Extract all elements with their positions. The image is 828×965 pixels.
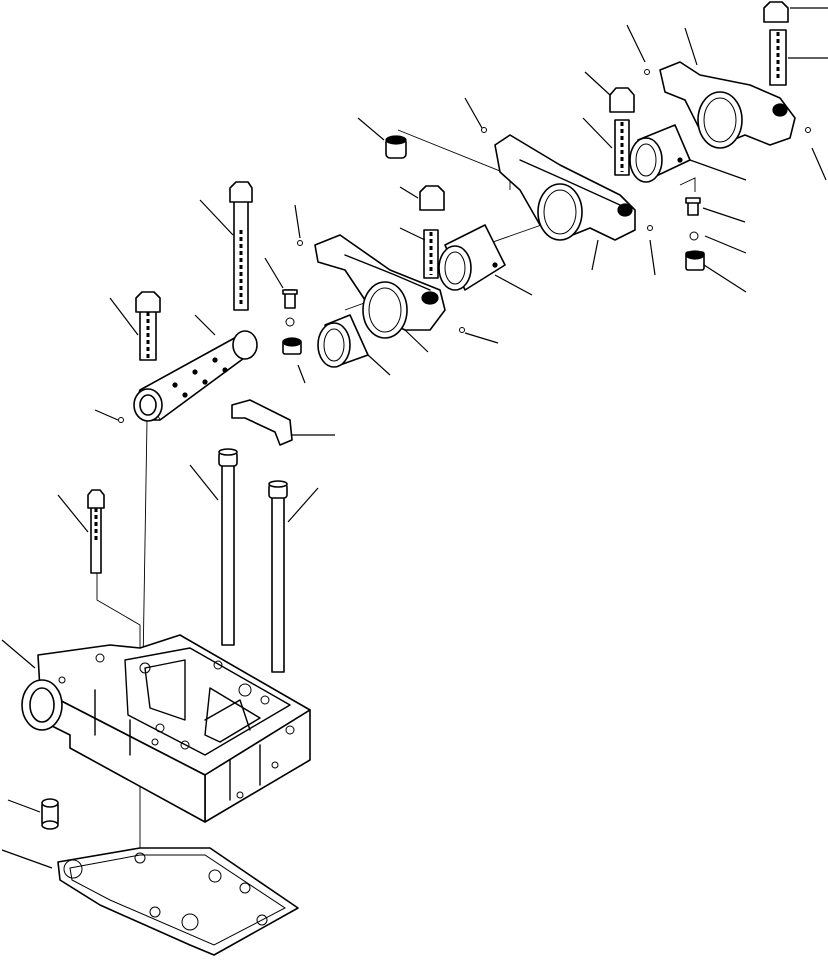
- leader-line: [194, 314, 216, 336]
- leader-line: [94, 409, 119, 421]
- push-rod-left: [218, 448, 238, 646]
- rocker-housing: [21, 634, 311, 823]
- shaft-bolt-right: [229, 181, 253, 311]
- rocker-arm-right: [659, 61, 796, 149]
- leader-line: [287, 487, 319, 523]
- leader-line: [399, 186, 419, 199]
- leader-line: [199, 199, 234, 236]
- rocker-shaft: [133, 330, 258, 422]
- leader-line: [264, 257, 284, 289]
- rocker-arm-left: [314, 234, 446, 339]
- adjust-screw-center: [609, 87, 635, 176]
- leader-line: [464, 332, 499, 344]
- leader-line: [684, 27, 698, 66]
- adjust-screw-left: [419, 185, 445, 279]
- dowel-pin: [41, 798, 59, 830]
- rocker-arm-center: [494, 134, 636, 241]
- leader-line: [294, 204, 301, 239]
- leader-line: [702, 207, 746, 223]
- leader-line: [464, 97, 483, 129]
- leader-line: [626, 24, 646, 63]
- leader-line: [404, 329, 429, 353]
- plug-right: [685, 197, 705, 271]
- leader-line: [494, 274, 533, 296]
- adjust-screw-right: [763, 1, 789, 86]
- plug-left: [282, 289, 302, 355]
- bushing-right: [629, 124, 691, 183]
- leader-line: [649, 239, 656, 276]
- leader-line: [1, 849, 53, 869]
- leader-line: [704, 235, 747, 254]
- leader-line: [57, 494, 89, 533]
- gasket: [57, 847, 299, 956]
- housing-bolt: [87, 489, 105, 574]
- leader-line: [109, 297, 139, 336]
- bushing-left: [317, 314, 369, 368]
- leader-line: [1, 639, 36, 669]
- leader-line: [584, 71, 611, 96]
- leader-line: [189, 464, 219, 501]
- leader-line: [399, 227, 426, 241]
- leader-line: [367, 354, 391, 376]
- small-pins: [118, 69, 811, 423]
- retainer-clip: [231, 399, 293, 446]
- leader-line: [689, 159, 747, 181]
- bushing-center: [438, 224, 506, 291]
- shaft-bolt-left: [135, 291, 161, 361]
- leader-line: [582, 117, 613, 149]
- leader-line: [357, 117, 385, 141]
- seal-cap: [385, 135, 407, 159]
- leader-lines: [1, 7, 828, 869]
- leader-line: [811, 147, 827, 181]
- push-rod-right: [268, 480, 288, 673]
- leader-line: [703, 264, 747, 293]
- leader-line: [7, 799, 41, 813]
- leader-line: [297, 364, 306, 384]
- leader-line: [591, 239, 599, 271]
